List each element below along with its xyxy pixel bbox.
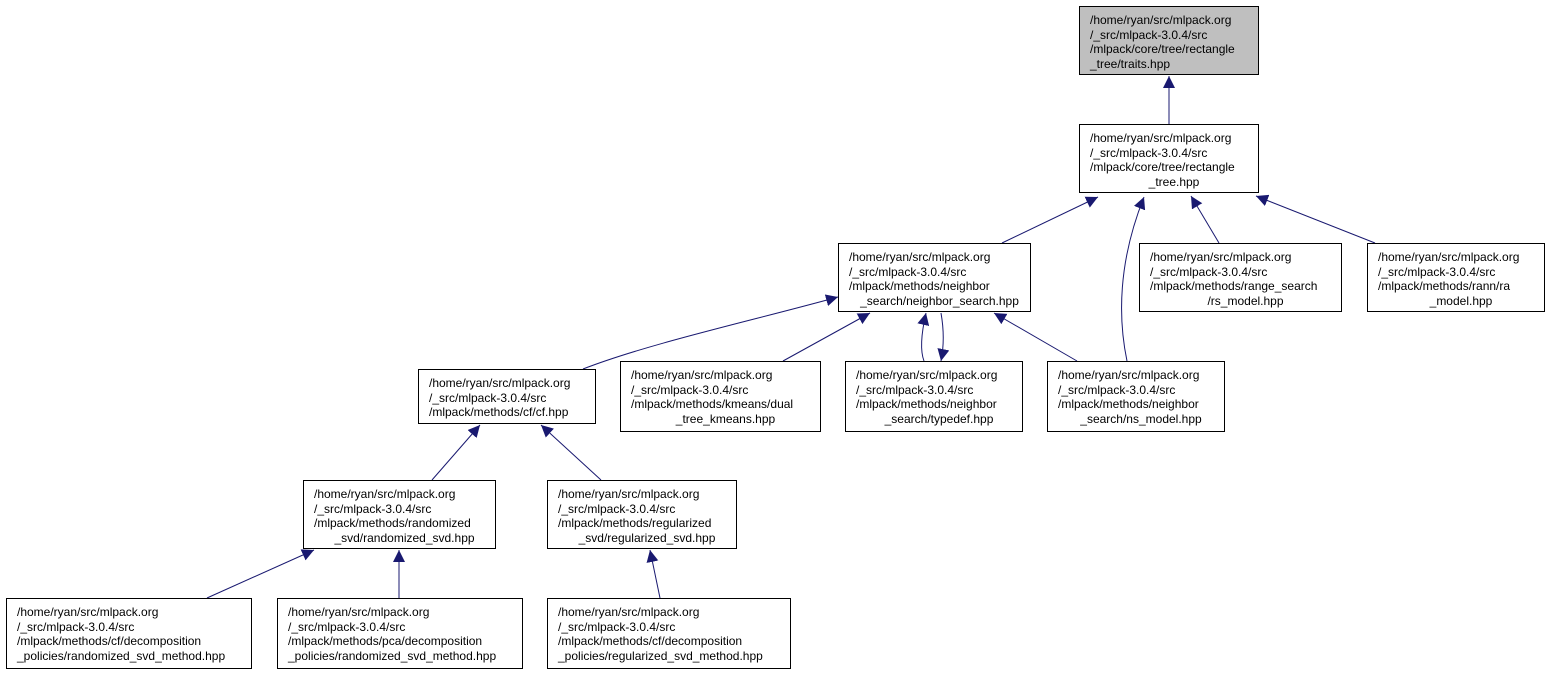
file-path-line: _tree_kmeans.hpp — [675, 411, 776, 426]
file-path-line: /_src/mlpack-3.0.4/src — [1378, 264, 1496, 279]
file-path-line: /mlpack/methods/randomized — [314, 516, 471, 531]
include-edge-regularized_svd-to-cf — [540, 424, 602, 481]
file-path-line: /home/ryan/src/mlpack.org — [558, 605, 700, 619]
file-path-line: /mlpack/methods/pca/decomposition — [288, 634, 483, 649]
file-path-line: _search/ns_model.hpp — [1080, 411, 1202, 426]
file-node-dual-tree-kmeans[interactable]: /home/ryan/src/mlpack.org/_src/mlpack-3.… — [620, 361, 821, 432]
file-path-line: _svd/randomized_svd.hpp — [334, 530, 475, 545]
file-path-line: /mlpack/core/tree/rectangle — [1090, 160, 1235, 175]
include-edge-neighbor_search-to-typedef — [937, 312, 950, 362]
include-edge-ns_model-to-rectangle_tree — [1121, 196, 1146, 362]
file-node-rs-model[interactable]: /home/ryan/src/mlpack.org/_src/mlpack-3.… — [1139, 243, 1342, 312]
include-edge-cf_randomized_svd_method-to-randomized_svd — [206, 549, 315, 599]
file-path-line: /home/ryan/src/mlpack.org — [856, 368, 998, 382]
file-path-line: /mlpack/methods/cf/decomposition — [558, 634, 743, 649]
file-path-line: /mlpack/methods/range_search — [1150, 279, 1318, 294]
file-path-line: /home/ryan/src/mlpack.org — [849, 250, 991, 264]
file-path-line: /home/ryan/src/mlpack.org — [1150, 250, 1292, 264]
file-path-line: /_src/mlpack-3.0.4/src — [1150, 264, 1268, 279]
include-edge-cf-to-neighbor_search — [582, 294, 839, 370]
file-path-line: /home/ryan/src/mlpack.org — [1378, 250, 1520, 264]
file-path-line: /_src/mlpack-3.0.4/src — [288, 619, 406, 634]
include-edge-ns_model-to-neighbor_search — [993, 312, 1078, 362]
file-path-line: /mlpack/methods/cf/cf.hpp — [429, 405, 569, 420]
file-path-line: /_src/mlpack-3.0.4/src — [1090, 27, 1208, 42]
file-path-line: /home/ryan/src/mlpack.org — [314, 487, 456, 501]
file-path-line: /mlpack/methods/cf/decomposition — [17, 634, 202, 649]
file-node-pca-randomized-svd-method[interactable]: /home/ryan/src/mlpack.org/_src/mlpack-3.… — [277, 598, 523, 669]
file-path-line: /_src/mlpack-3.0.4/src — [429, 390, 547, 405]
file-path-line: /home/ryan/src/mlpack.org — [17, 605, 159, 619]
include-edge-rs_model-to-rectangle_tree — [1190, 195, 1220, 244]
file-path-line: /_src/mlpack-3.0.4/src — [558, 619, 676, 634]
file-path-line: /mlpack/core/tree/rectangle — [1090, 42, 1235, 57]
file-path-line: /home/ryan/src/mlpack.org — [429, 376, 571, 390]
file-path-line: /home/ryan/src/mlpack.org — [631, 368, 773, 382]
file-node-cf-randomized-svd-method[interactable]: /home/ryan/src/mlpack.org/_src/mlpack-3.… — [6, 598, 252, 669]
file-path-line: _policies/regularized_svd_method.hpp — [558, 648, 763, 663]
file-path-line: /mlpack/methods/rann/ra — [1378, 279, 1511, 294]
file-path-line: _search/neighbor_search.hpp — [860, 293, 1019, 308]
file-path-line: _tree/traits.hpp — [1090, 56, 1171, 71]
file-path-line: /home/ryan/src/mlpack.org — [288, 605, 430, 619]
file-path-line: /mlpack/methods/neighbor — [849, 279, 990, 294]
file-node-rectangle-tree[interactable]: /home/ryan/src/mlpack.org/_src/mlpack-3.… — [1079, 124, 1259, 193]
include-edge-randomized_svd-to-cf — [431, 424, 481, 481]
file-path-line: /mlpack/methods/kmeans/dual — [631, 397, 794, 412]
file-path-line: _tree.hpp — [1148, 174, 1200, 189]
file-node-ra-model[interactable]: /home/ryan/src/mlpack.org/_src/mlpack-3.… — [1367, 243, 1545, 312]
file-path-line: /_src/mlpack-3.0.4/src — [558, 501, 676, 516]
file-path-line: /home/ryan/src/mlpack.org — [558, 487, 700, 501]
file-node-cf-regularized-svd-method[interactable]: /home/ryan/src/mlpack.org/_src/mlpack-3.… — [547, 598, 791, 669]
file-path-line: /home/ryan/src/mlpack.org — [1090, 13, 1232, 27]
file-path-line: /_src/mlpack-3.0.4/src — [849, 264, 967, 279]
file-node-neighbor-search[interactable]: /home/ryan/src/mlpack.org/_src/mlpack-3.… — [838, 243, 1031, 312]
file-path-line: /mlpack/methods/neighbor — [1058, 397, 1199, 412]
include-edge-dual_tree_kmeans-to-neighbor_search — [782, 312, 871, 362]
file-node-regularized-svd[interactable]: /home/ryan/src/mlpack.org/_src/mlpack-3.… — [547, 480, 737, 549]
file-path-line: /home/ryan/src/mlpack.org — [1058, 368, 1200, 382]
file-path-line: /mlpack/methods/regularized — [558, 516, 712, 531]
file-path-line: _svd/regularized_svd.hpp — [578, 530, 716, 545]
file-node-traits: /home/ryan/src/mlpack.org/_src/mlpack-3.… — [1079, 6, 1259, 75]
include-edge-cf_regularized_svd_method-to-regularized_svd — [646, 549, 661, 599]
file-path-line: /_src/mlpack-3.0.4/src — [314, 501, 432, 516]
file-node-typedef[interactable]: /home/ryan/src/mlpack.org/_src/mlpack-3.… — [845, 361, 1023, 432]
file-path-line: /_src/mlpack-3.0.4/src — [1090, 145, 1208, 160]
file-path-line: _policies/randomized_svd_method.hpp — [17, 648, 226, 663]
include-edge-typedef-to-neighbor_search — [917, 312, 930, 362]
file-path-line: _model.hpp — [1429, 293, 1493, 308]
file-path-line: /_src/mlpack-3.0.4/src — [631, 382, 749, 397]
file-path-line: /_src/mlpack-3.0.4/src — [1058, 382, 1176, 397]
file-node-randomized-svd[interactable]: /home/ryan/src/mlpack.org/_src/mlpack-3.… — [303, 480, 496, 549]
file-path-line: /home/ryan/src/mlpack.org — [1090, 131, 1232, 145]
include-edge-ra_model-to-rectangle_tree — [1255, 194, 1376, 244]
file-node-ns-model[interactable]: /home/ryan/src/mlpack.org/_src/mlpack-3.… — [1047, 361, 1225, 432]
file-path-line: /_src/mlpack-3.0.4/src — [856, 382, 974, 397]
file-path-line: /_src/mlpack-3.0.4/src — [17, 619, 135, 634]
file-node-cf[interactable]: /home/ryan/src/mlpack.org/_src/mlpack-3.… — [418, 369, 596, 424]
file-path-line: /mlpack/methods/neighbor — [856, 397, 997, 412]
file-path-line: _policies/randomized_svd_method.hpp — [288, 648, 497, 663]
include-edge-neighbor_search-to-rectangle_tree — [1001, 196, 1099, 244]
file-path-line: /rs_model.hpp — [1207, 293, 1284, 308]
file-path-line: _search/typedef.hpp — [884, 411, 994, 426]
